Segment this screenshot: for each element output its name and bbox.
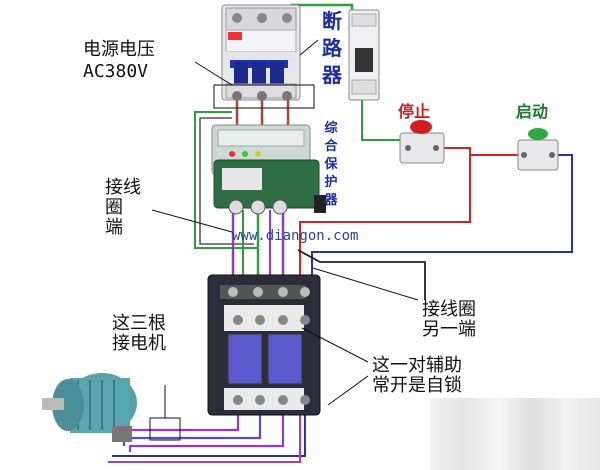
- green-wire-control: [361, 100, 400, 141]
- label-coil-other-terminal: 接线圈 另一端: [422, 299, 476, 340]
- red-wire-start-down: [299, 155, 471, 288]
- control-breaker: [348, 9, 380, 101]
- motor-wire-5: [108, 410, 301, 463]
- motor: [42, 373, 137, 442]
- label-coil-terminal: 接线 圈 端: [105, 177, 141, 238]
- label-aux-self-lock: 这一对辅助 常开是自锁: [372, 355, 462, 396]
- label-power-voltage-2: AC380V: [83, 61, 149, 82]
- motor-wire-4: [112, 410, 306, 457]
- green-wire-loop: [194, 111, 258, 249]
- breaker-terminal-box: [213, 84, 315, 109]
- black-wire-coil: [297, 249, 426, 300]
- label-stop: 停止: [398, 102, 431, 121]
- stop-button-device: [399, 120, 445, 164]
- red-wire-stop-start: [440, 147, 518, 156]
- watermark: www.diangon.com: [232, 228, 359, 244]
- blurred-area: [430, 398, 600, 470]
- blue-wire-right: [311, 154, 573, 295]
- motor-wire-3: [128, 410, 285, 452]
- contactor-device: [207, 274, 321, 416]
- protector-device: [211, 124, 326, 215]
- label-protector: 综合保护器: [324, 121, 338, 208]
- black-wire-loop: [199, 117, 254, 245]
- main-breaker: [221, 4, 301, 101]
- label-start: 启动: [516, 102, 549, 121]
- label-power-voltage-1: 电源电压: [83, 39, 155, 60]
- label-breaker: 断路器: [322, 9, 342, 87]
- label-three-wires-motor: 这三根 接电机: [112, 313, 166, 354]
- start-button-device: [517, 128, 559, 171]
